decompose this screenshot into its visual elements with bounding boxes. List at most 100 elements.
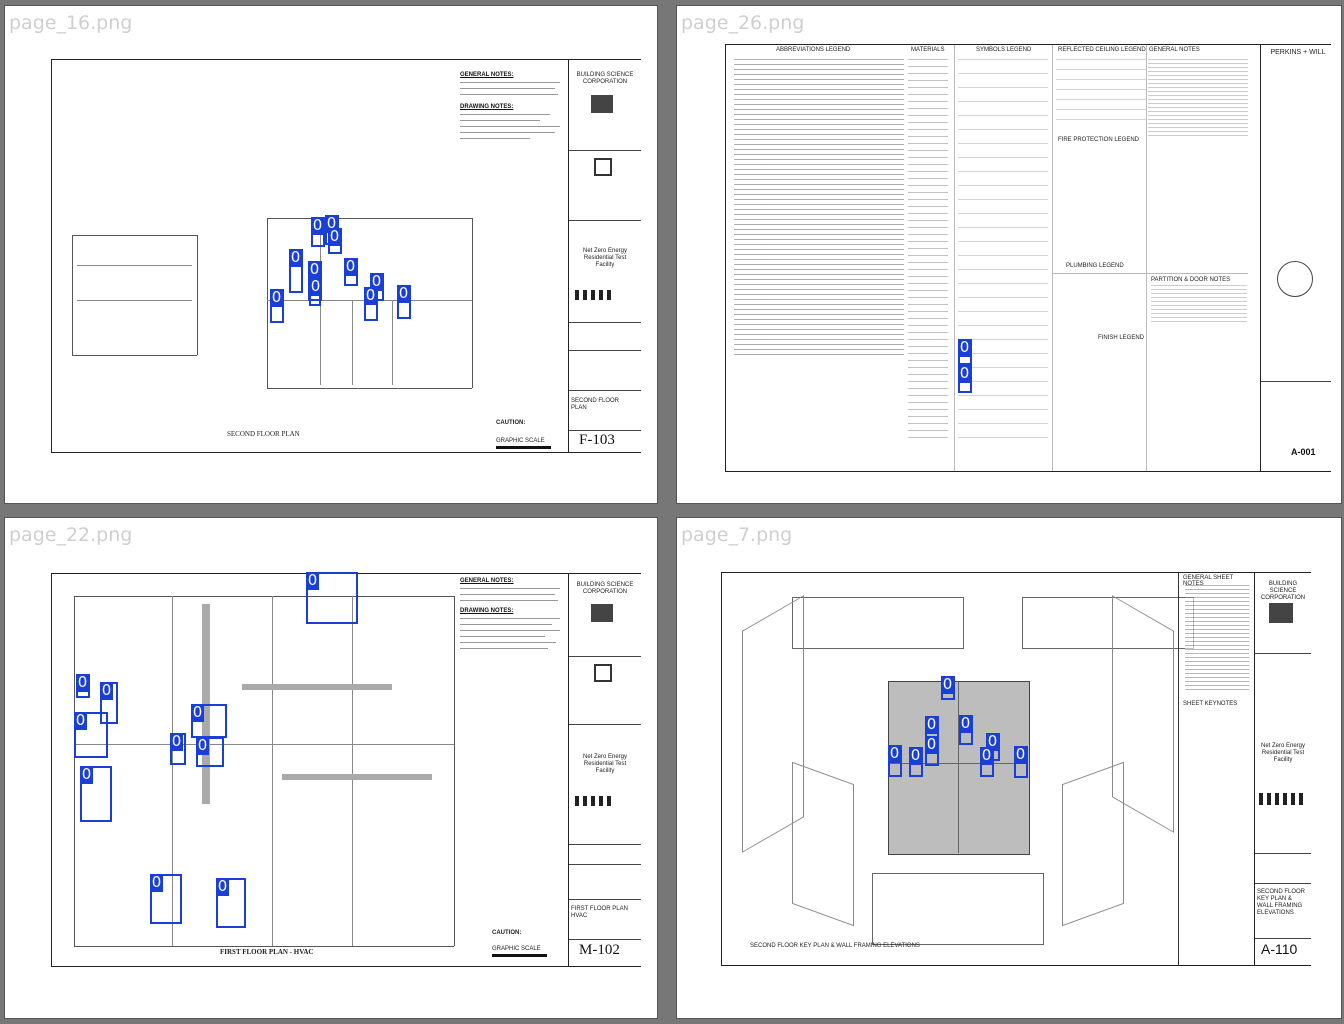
tile-label: page_16.png <box>9 12 133 34</box>
detection-label: 0 <box>344 257 357 276</box>
detection-label: 0 <box>150 873 163 892</box>
detection-box: 0 <box>100 682 118 724</box>
tile-label: page_22.png <box>9 524 133 546</box>
detection-box: 0 <box>309 277 322 306</box>
firm-name: BUILDING SCIENCE CORPORATION <box>1260 581 1306 601</box>
graphic-scale: GRAPHIC SCALE <box>496 438 545 444</box>
sheet-number: F-103 <box>579 432 615 448</box>
detection-label: 0 <box>1014 745 1027 764</box>
detection-label: 0 <box>191 703 204 722</box>
drawing-sheet: ABBREVIATIONS LEGEND MATERIALS SYMBOLS L… <box>725 44 1331 472</box>
detection-box: 0 <box>397 285 411 319</box>
detection-label: 0 <box>925 735 938 754</box>
detection-label: 0 <box>308 260 321 279</box>
detection-label: 0 <box>364 286 377 305</box>
general-notes-title: GENERAL NOTES: <box>460 578 514 584</box>
detection-label: 0 <box>74 711 87 730</box>
detection-box: 0 <box>909 747 923 777</box>
drawing-notes-title: DRAWING NOTES: <box>460 104 514 110</box>
detection-label: 0 <box>306 571 319 590</box>
detection-label: 0 <box>216 877 229 896</box>
detection-label: 0 <box>196 736 209 755</box>
plan-caption: SECOND FLOOR KEY PLAN & WALL FRAMING ELE… <box>750 943 920 949</box>
detection-label: 0 <box>959 714 972 733</box>
detection-label: 0 <box>958 364 971 383</box>
detection-box: 0 <box>191 704 227 738</box>
detection-box: 0 <box>958 365 972 393</box>
detection-label: 0 <box>270 288 283 307</box>
drawing-sheet: GENERAL NOTES: DRAWING NOTES: FIRST FLOO… <box>51 571 641 967</box>
sheet-number: M-102 <box>579 942 620 958</box>
firm-name: BUILDING SCIENCE CORPORATION <box>576 72 634 85</box>
detection-box: 0 <box>74 712 108 758</box>
detection-label: 0 <box>76 673 89 692</box>
detection-box: 0 <box>196 737 224 767</box>
legend-title: FIRE PROTECTION LEGEND <box>1058 137 1140 143</box>
sheet-number: A-110 <box>1261 941 1298 957</box>
detection-box: 0 <box>311 217 325 247</box>
detection-box: 0 <box>959 715 973 745</box>
detection-label: 0 <box>958 338 971 357</box>
legend-title: REFLECTED CEILING LEGEND <box>1058 47 1146 53</box>
detection-box: 0 <box>150 874 182 924</box>
sheet-title: SECOND FLOOR PLAN <box>571 398 620 411</box>
detection-label: 0 <box>941 675 954 694</box>
detection-box: 0 <box>980 747 994 777</box>
project-name: Net Zero Energy Residential Test Facilit… <box>582 248 628 268</box>
caution-label: CAUTION: <box>496 420 526 426</box>
general-notes-title: GENERAL NOTES: <box>460 72 514 78</box>
sheet-title: FIRST FLOOR PLAN HVAC <box>571 906 628 919</box>
detection-box: 0 <box>941 676 955 700</box>
detection-box: 0 <box>80 766 112 822</box>
tile-page-16: page_16.png GENERAL NOTES: DRAWING NOTES… <box>4 5 658 504</box>
detection-box: 0 <box>328 228 342 254</box>
tile-page-22: page_22.png GENERAL NOTES: DRAWING NOTES… <box>4 517 658 1019</box>
project-name: Net Zero Energy Residential Test Facilit… <box>582 754 628 774</box>
detection-label: 0 <box>909 746 922 765</box>
detection-box: 0 <box>216 878 246 928</box>
detection-label: 0 <box>986 732 999 751</box>
tile-label: page_26.png <box>681 12 805 34</box>
title-block: BUILDING SCIENCE CORPORATION Net Zero En… <box>1254 573 1311 965</box>
legend-title: PLUMBING LEGEND <box>1066 263 1124 269</box>
detection-label: 0 <box>328 227 341 246</box>
firm-name: PERKINS + WILL <box>1270 49 1326 56</box>
title-block: BUILDING SCIENCE CORPORATION Net Zero En… <box>568 574 641 966</box>
tile-page-26: page_26.png ABBREVIATIONS LEGEND MATERIA… <box>676 5 1342 504</box>
detection-label: 0 <box>925 715 938 734</box>
sheet-title: SECOND FLOOR KEY PLAN & WALL FRAMING ELE… <box>1257 889 1306 916</box>
detection-label: 0 <box>980 746 993 765</box>
sheet-number: A-001 <box>1291 447 1316 457</box>
detection-label: 0 <box>309 277 322 296</box>
legend-title: FINISH LEGEND <box>1098 335 1145 341</box>
legend-title: ABBREVIATIONS LEGEND <box>776 47 851 53</box>
detection-label: 0 <box>170 732 183 751</box>
detection-box: 0 <box>364 287 378 321</box>
legend-title: GENERAL NOTES <box>1149 47 1200 53</box>
detection-label: 0 <box>311 216 324 235</box>
tile-page-7: page_7.png SECOND FLOOR KEY PLAN & WALL … <box>676 517 1342 1019</box>
detection-box: 0 <box>270 289 284 323</box>
sheet-keynotes-title: SHEET KEYNOTES <box>1183 701 1238 707</box>
legend-title: PARTITION & DOOR NOTES <box>1151 277 1231 283</box>
detection-box: 0 <box>344 258 358 286</box>
caution-label: CAUTION: <box>492 930 522 936</box>
detection-box: 0 <box>170 733 186 765</box>
plan-caption: FIRST FLOOR PLAN - HVAC <box>220 948 314 956</box>
legend-title: MATERIALS <box>911 47 945 53</box>
detection-label: 0 <box>370 272 383 291</box>
plan-caption: SECOND FLOOR PLAN <box>227 430 300 438</box>
legend-title: SYMBOLS LEGEND <box>976 47 1032 53</box>
drawing-sheet: GENERAL NOTES: DRAWING NOTES: SECOND FLO… <box>51 59 641 453</box>
detection-label: 0 <box>397 284 410 303</box>
drawing-notes-title: DRAWING NOTES: <box>460 608 514 614</box>
detection-box: 0 <box>76 674 90 698</box>
detection-box: 0 <box>888 745 902 777</box>
graphic-scale: GRAPHIC SCALE <box>492 946 541 952</box>
detection-label: 0 <box>80 765 93 784</box>
detection-box: 0 <box>289 249 303 293</box>
detection-box: 0 <box>958 339 972 365</box>
detection-box: 0 <box>1014 746 1028 778</box>
project-name: Net Zero Energy Residential Test Facilit… <box>1260 743 1306 763</box>
detection-label: 0 <box>100 681 113 700</box>
